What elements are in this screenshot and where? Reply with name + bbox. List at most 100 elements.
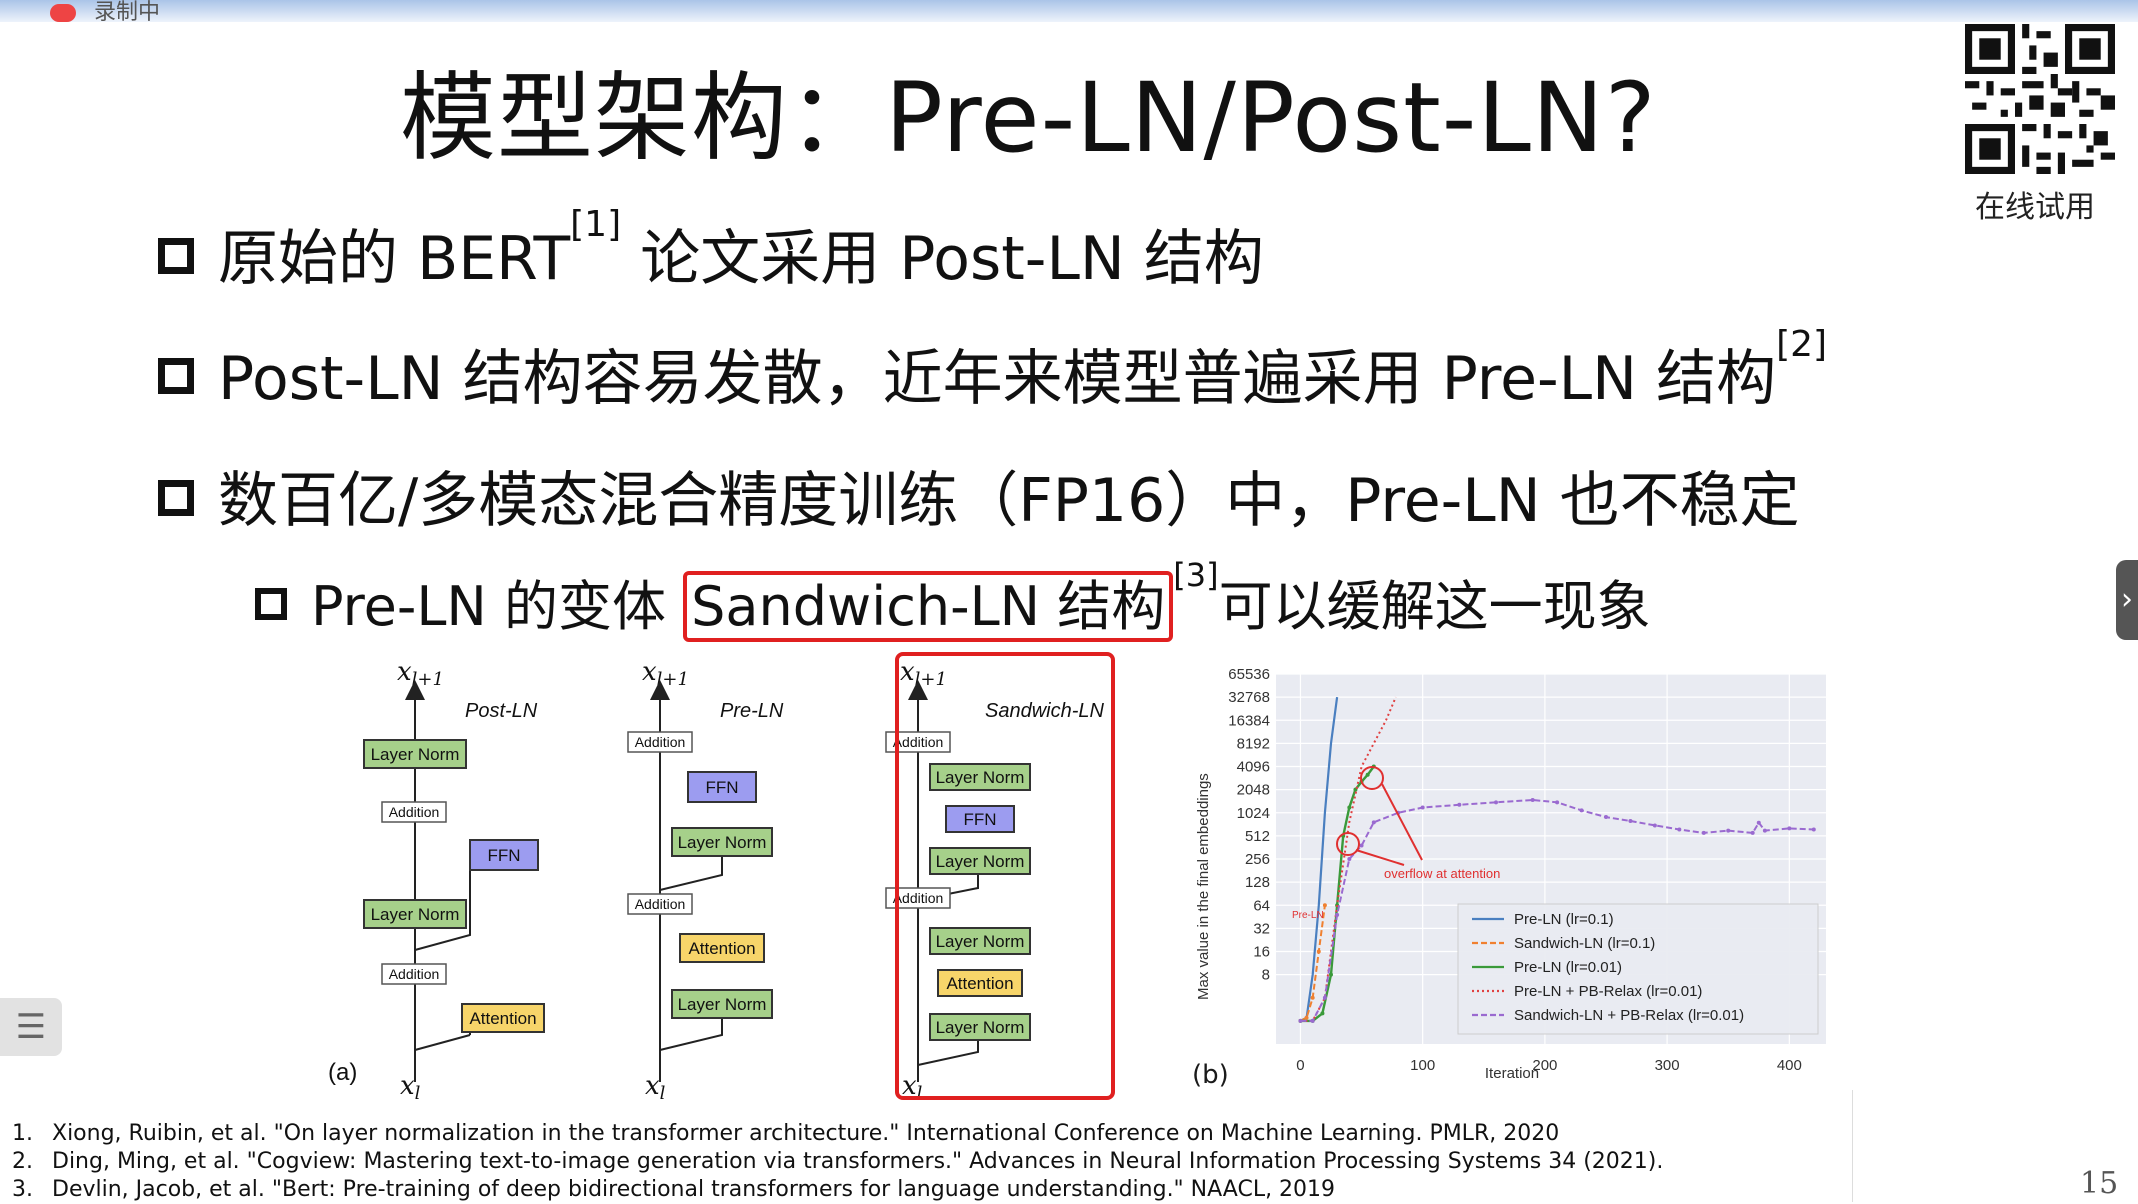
series-1-point bbox=[1316, 949, 1321, 954]
series-4-point bbox=[1457, 802, 1462, 807]
pre-ln-addition-top bbox=[627, 731, 693, 753]
series-4-point bbox=[1652, 823, 1657, 828]
y-tick-label-11: 16384 bbox=[1228, 712, 1270, 729]
chart-legend: Pre-LN (lr=0.1)Sandwich-LN (lr=0.1)Pre-L… bbox=[1457, 903, 1819, 1035]
pre-ln-attention bbox=[679, 933, 765, 963]
legend-entry-0: Pre-LN (lr=0.1) bbox=[1514, 911, 1614, 928]
reference-1: 1.Xiong, Ruibin, et al. "On layer normal… bbox=[12, 1121, 1560, 1146]
chart-ylabel: Max value in the final embeddings bbox=[1195, 773, 1212, 1000]
pre-ln-name: Pre-LN bbox=[720, 700, 784, 722]
post-ln-diagram: xl+1 Post-LN Layer Norm Addition FFN Lay… bbox=[363, 657, 545, 1104]
bullet-3-text: 数百亿/多模态混合精度训练（FP16）中，Pre-LN 也不稳定 bbox=[218, 466, 1800, 536]
bullet-2: Post-LN 结构容易发散，近年来模型普遍采用 Pre-LN 结构[2] bbox=[158, 324, 1827, 417]
svg-text:FFN: FFN bbox=[963, 810, 996, 829]
series-4-point bbox=[1677, 827, 1682, 832]
y-tick-label-5: 256 bbox=[1245, 851, 1270, 868]
x-tick-label-0: 0 bbox=[1296, 1057, 1304, 1074]
qr-caption: 在线试用 bbox=[1975, 190, 2095, 225]
series-2-point bbox=[1365, 772, 1370, 777]
svg-text:Attention: Attention bbox=[469, 1009, 536, 1028]
svg-text:Addition: Addition bbox=[389, 966, 440, 982]
svg-text:Layer Norm: Layer Norm bbox=[678, 833, 767, 852]
post-ln-x-top: xl+1 bbox=[397, 657, 444, 690]
svg-text:Layer Norm: Layer Norm bbox=[936, 768, 1025, 787]
post-ln-layer-norm-top bbox=[363, 739, 467, 769]
svg-text:Layer Norm: Layer Norm bbox=[936, 852, 1025, 871]
bullet-1-text-a: 原始的 BERT bbox=[218, 224, 571, 294]
recording-indicator: 录制中 bbox=[50, 0, 160, 26]
sandwich-ln-name: Sandwich-LN bbox=[985, 700, 1105, 722]
series-4-point bbox=[1530, 798, 1535, 803]
series-2-point bbox=[1347, 805, 1352, 810]
bullet-1-text-b: 论文采用 Post-LN 结构 bbox=[621, 224, 1264, 294]
chart-series-lines bbox=[1298, 696, 1816, 1023]
series-4-point bbox=[1811, 827, 1816, 832]
post-ln-attention bbox=[461, 1003, 545, 1033]
qr-code[interactable] bbox=[1965, 24, 2115, 174]
svg-text:Layer Norm: Layer Norm bbox=[936, 1018, 1025, 1037]
bullet-box-icon bbox=[158, 480, 194, 517]
x-tick-label-2: 200 bbox=[1532, 1057, 1557, 1074]
sandwich-ln-attention bbox=[937, 969, 1023, 997]
y-tick-label-4: 128 bbox=[1245, 874, 1270, 891]
svg-text:Layer Norm: Layer Norm bbox=[371, 745, 460, 764]
pre-ln-layer-norm-bottom bbox=[671, 989, 773, 1019]
divider bbox=[1852, 1090, 1853, 1202]
bullet-1: 原始的 BERT[1] 论文采用 Post-LN 结构 bbox=[158, 204, 1264, 297]
references: 1.Xiong, Ruibin, et al. "On layer normal… bbox=[12, 1120, 1663, 1204]
x-tick-label-1: 100 bbox=[1410, 1057, 1435, 1074]
series-4-point bbox=[1756, 820, 1761, 825]
y-tick-label-12: 32768 bbox=[1228, 689, 1270, 706]
pre-ln-x-top: xl+1 bbox=[642, 657, 689, 690]
series-1-point bbox=[1304, 1015, 1309, 1020]
svg-text:Addition: Addition bbox=[635, 734, 686, 750]
chart-y-ticks: 8163264128256512102420484096819216384327… bbox=[1228, 666, 1270, 984]
svg-text:Addition: Addition bbox=[389, 804, 440, 820]
sandwich-ln-highlight: Sandwich-LN 结构 bbox=[683, 571, 1174, 642]
side-panel-toggle[interactable]: › bbox=[2116, 560, 2138, 640]
y-tick-label-13: 65536 bbox=[1228, 666, 1270, 683]
diagram-label-a: (a) bbox=[328, 1059, 357, 1086]
svg-text:FFN: FFN bbox=[487, 846, 520, 865]
sandwich-ln-layer-norm-4 bbox=[929, 1013, 1031, 1041]
series-4-point bbox=[1750, 830, 1755, 835]
post-ln-addition-bottom bbox=[381, 963, 447, 985]
svg-text:Layer Norm: Layer Norm bbox=[678, 995, 767, 1014]
series-4-point bbox=[1359, 843, 1364, 848]
sub-bullet-text-a: Pre-LN 的变体 bbox=[311, 575, 684, 638]
svg-text:Layer Norm: Layer Norm bbox=[371, 905, 460, 924]
sandwich-ln-layer-norm-1 bbox=[929, 763, 1031, 791]
series-4-point bbox=[1726, 828, 1731, 833]
post-ln-x-bottom: xl bbox=[400, 1071, 421, 1104]
series-4-point bbox=[1555, 800, 1560, 805]
series-4-point bbox=[1628, 818, 1633, 823]
x-tick-label-3: 300 bbox=[1655, 1057, 1680, 1074]
outline-menu-button[interactable]: ☰ bbox=[0, 998, 62, 1056]
y-tick-label-0: 8 bbox=[1262, 967, 1270, 984]
y-tick-label-9: 4096 bbox=[1237, 759, 1270, 776]
reference-3: 3.Devlin, Jacob, et al. "Bert: Pre-train… bbox=[12, 1177, 1336, 1202]
series-2-point bbox=[1329, 972, 1333, 977]
series-4-point bbox=[1701, 830, 1706, 835]
pre-ln-addition-bottom bbox=[627, 893, 693, 915]
y-tick-label-7: 1024 bbox=[1237, 805, 1270, 822]
pre-ln-layer-norm-top bbox=[671, 827, 773, 857]
y-tick-label-3: 64 bbox=[1253, 897, 1270, 914]
post-ln-addition-top bbox=[381, 801, 447, 823]
svg-text:Attention: Attention bbox=[946, 974, 1013, 993]
svg-text:Layer Norm: Layer Norm bbox=[936, 932, 1025, 951]
chart-annotation: overflow at attention bbox=[1336, 766, 1500, 881]
slide-title: 模型架构：Pre-LN/Post-LN? bbox=[400, 62, 1657, 174]
sandwich-ln-addition-bottom bbox=[885, 887, 951, 909]
post-ln-name: Post-LN bbox=[465, 700, 538, 722]
bullet-2-text: Post-LN 结构容易发散，近年来模型普遍采用 Pre-LN 结构 bbox=[218, 344, 1777, 414]
chart-xlabel: Iteration bbox=[1485, 1065, 1539, 1082]
svg-text:Addition: Addition bbox=[635, 896, 686, 912]
sandwich-ln-layer-norm-2 bbox=[929, 847, 1031, 875]
sub-bullet-citation: [3] bbox=[1173, 556, 1219, 594]
bullet-3: 数百亿/多模态混合精度训练（FP16）中，Pre-LN 也不稳定 bbox=[158, 452, 1800, 539]
chart-annotation-text: overflow at attention bbox=[1384, 866, 1500, 881]
post-ln-ffn bbox=[469, 839, 539, 871]
series-4-point bbox=[1494, 800, 1498, 805]
series-4-point bbox=[1420, 805, 1425, 810]
